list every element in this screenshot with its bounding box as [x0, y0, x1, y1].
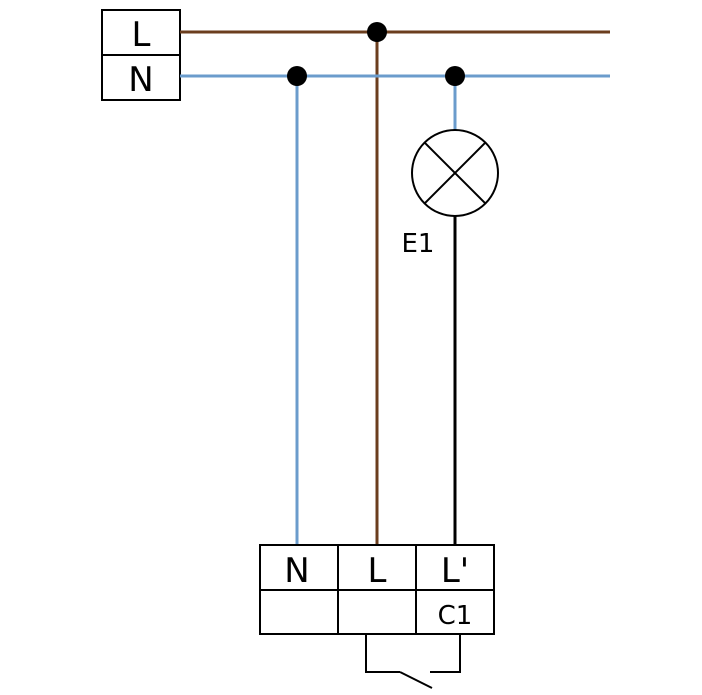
supply-terminal-neutral	[101, 54, 181, 101]
supply-live-label: L	[132, 15, 151, 55]
neutral-wire	[180, 74, 610, 545]
supply-terminal-live	[101, 9, 181, 56]
lamp-label: E1	[402, 229, 435, 259]
supply-neutral-label: N	[128, 60, 153, 100]
junction-dot-neutral	[287, 66, 307, 86]
device-terminal-n: N	[284, 551, 309, 591]
device-c1: N L L' C1	[259, 544, 495, 635]
device-terminal-lout: L'	[441, 551, 469, 591]
supply-terminal-block: L N	[101, 9, 181, 101]
device-terminal-l: L	[368, 551, 387, 591]
relay-contact-symbol	[365, 634, 461, 689]
live-wire	[180, 30, 610, 545]
device-name: C1	[438, 601, 473, 631]
junction-dot-lamp	[445, 66, 465, 86]
junction-dot-live	[367, 22, 387, 42]
lamp-symbol	[411, 129, 499, 217]
